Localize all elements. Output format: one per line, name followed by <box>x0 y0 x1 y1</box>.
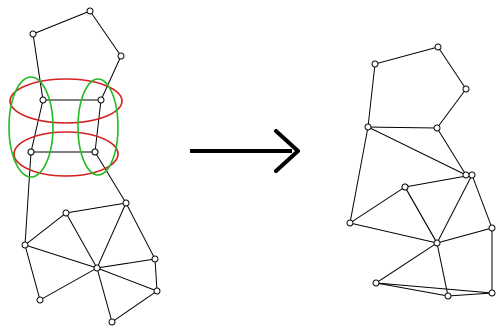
right-edge <box>375 282 449 297</box>
left-node <box>91 148 99 156</box>
left-node <box>62 209 70 217</box>
left-node <box>117 52 125 60</box>
right-edge <box>436 227 493 244</box>
left-edge <box>94 151 127 204</box>
right-node <box>433 124 441 132</box>
left-graph-highlights <box>8 76 123 178</box>
red-ring <box>9 78 123 124</box>
right-edge <box>349 186 406 224</box>
left-edge <box>96 267 158 292</box>
right-node <box>434 43 442 51</box>
left-graph-nodes <box>21 7 161 326</box>
right-edge <box>374 46 439 65</box>
left-node <box>36 296 44 304</box>
right-node <box>346 219 354 227</box>
right-edge <box>437 46 467 90</box>
right-edge <box>436 174 473 244</box>
right-edge <box>471 174 493 229</box>
right-edge <box>367 126 438 129</box>
left-edge <box>89 10 122 57</box>
left-edge <box>39 267 98 301</box>
right-edge <box>349 126 369 224</box>
right-edge <box>375 282 493 294</box>
right-edge <box>404 174 473 188</box>
right-node <box>462 171 470 179</box>
right-node <box>433 239 441 247</box>
left-node <box>39 96 47 104</box>
left-edge <box>94 99 102 153</box>
left-graph-edges <box>24 10 158 323</box>
left-edge <box>24 151 32 246</box>
right-node <box>401 183 409 191</box>
left-node <box>21 241 29 249</box>
green-ring <box>8 76 54 178</box>
red-ring <box>13 131 119 177</box>
left-edge <box>96 202 127 269</box>
left-edge <box>96 267 113 323</box>
right-node <box>364 123 372 131</box>
right-edge <box>436 242 449 297</box>
left-edge <box>65 202 127 214</box>
right-edge <box>375 242 438 284</box>
right-node <box>462 85 470 93</box>
left-edge <box>24 212 67 246</box>
right-edge <box>404 186 438 244</box>
left-edge <box>100 55 122 101</box>
left-node <box>29 30 37 38</box>
left-node <box>86 7 94 15</box>
right-edge <box>447 292 493 297</box>
right-node <box>488 289 496 297</box>
left-edge <box>32 10 91 35</box>
left-node <box>97 96 105 104</box>
left-edge <box>32 33 44 101</box>
arrow-head <box>274 129 300 173</box>
left-node <box>93 264 101 272</box>
right-node <box>372 279 380 287</box>
left-node <box>108 318 116 326</box>
left-edge <box>65 212 98 269</box>
left-edge <box>24 244 41 301</box>
left-edge <box>30 99 44 153</box>
left-edge <box>125 202 156 260</box>
right-graph-nodes <box>346 43 496 300</box>
left-edge <box>24 244 98 269</box>
right-node <box>488 224 496 232</box>
right-edge <box>436 88 467 129</box>
right-edge <box>367 63 376 128</box>
right-edge <box>367 126 467 176</box>
left-edge <box>96 258 156 269</box>
right-node <box>468 171 476 179</box>
right-graph-edges <box>349 46 493 297</box>
right-edge <box>436 127 467 176</box>
left-node <box>151 255 159 263</box>
right-node <box>444 292 452 300</box>
left-node <box>153 287 161 295</box>
transformation-arrow <box>190 129 300 173</box>
right-edge <box>349 222 438 244</box>
left-node <box>122 199 130 207</box>
right-node <box>371 60 379 68</box>
left-edge <box>154 258 158 292</box>
left-edge <box>111 290 158 323</box>
green-ring <box>77 78 119 176</box>
left-node <box>27 148 35 156</box>
